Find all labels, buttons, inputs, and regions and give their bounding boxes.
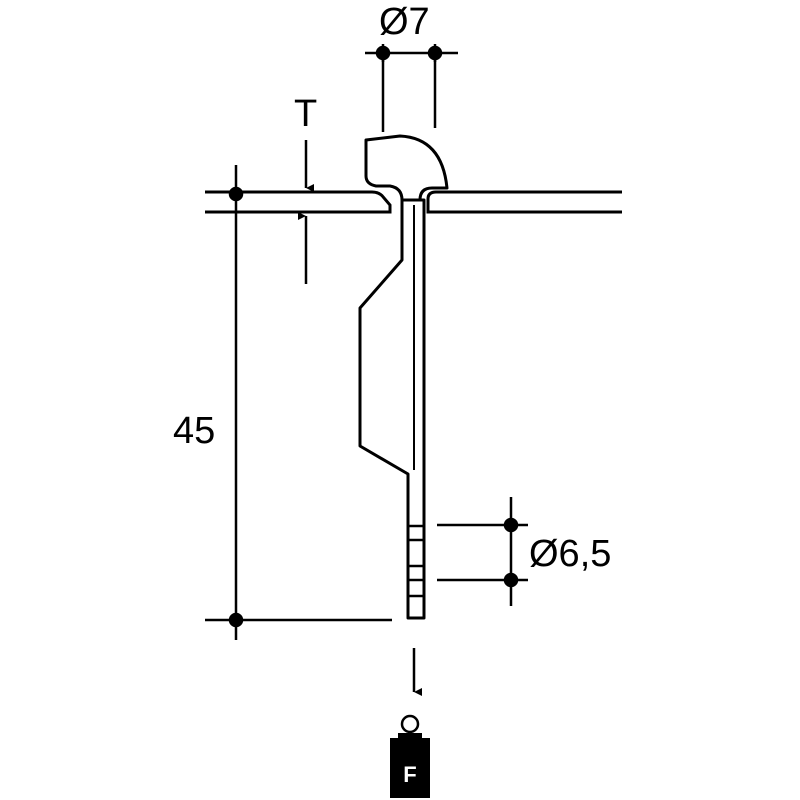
thickness-label: T: [294, 93, 317, 135]
panel-left: [205, 190, 392, 214]
panel-right: [426, 190, 622, 214]
fastener-head: [364, 134, 449, 202]
dim-length: [205, 165, 392, 640]
dimension-dot: [503, 517, 519, 533]
dimension-dot: [427, 45, 443, 61]
length-label: 45: [173, 410, 215, 452]
dim-hole-diameter: [437, 497, 528, 606]
dimension-dot: [503, 572, 519, 588]
dimension-dot: [375, 45, 391, 61]
fastener: [358, 134, 449, 620]
holes: [408, 524, 424, 598]
dimension-dot: [228, 612, 244, 628]
fastener-body: [358, 198, 426, 620]
dim-head-diameter: [365, 44, 458, 132]
weight-hook: [400, 714, 420, 734]
head-diameter-label: Ø7: [379, 1, 430, 43]
dimension-dot: [228, 186, 244, 202]
panel: [205, 190, 622, 214]
hole-diameter-label: Ø6,5: [529, 533, 611, 575]
weight-label: F: [403, 762, 416, 787]
weight-body: [390, 733, 430, 798]
weight-icon: F: [390, 714, 430, 798]
